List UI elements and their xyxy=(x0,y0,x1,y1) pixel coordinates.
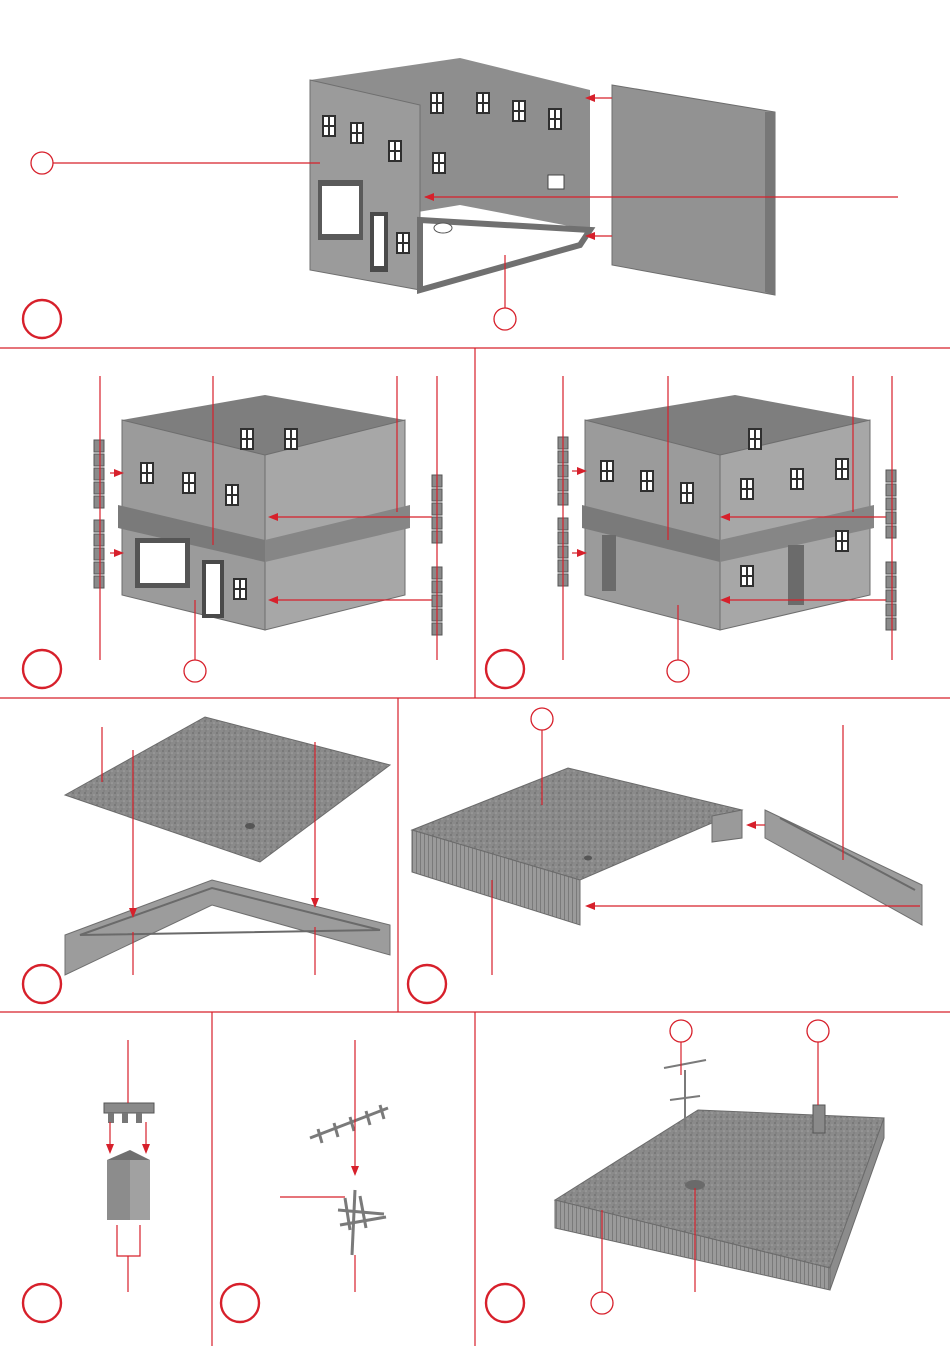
roof-plate xyxy=(65,717,390,862)
step-3b-panel xyxy=(408,708,922,1003)
step-2b-panel xyxy=(486,376,896,688)
step-1-panel xyxy=(23,58,898,338)
antenna-mast xyxy=(338,1190,386,1255)
step-4a-panel xyxy=(23,1040,154,1322)
step-2a-panel xyxy=(23,376,442,688)
step-3a-panel xyxy=(23,717,390,1003)
step-1-number-circle xyxy=(23,300,61,338)
parapet-corner xyxy=(65,880,390,975)
step-4c-panel xyxy=(486,1020,884,1322)
step-4b-panel xyxy=(221,1040,388,1322)
chimney-installed xyxy=(813,1105,825,1133)
side-wall-panel xyxy=(612,85,775,295)
antenna-top xyxy=(310,1105,388,1143)
